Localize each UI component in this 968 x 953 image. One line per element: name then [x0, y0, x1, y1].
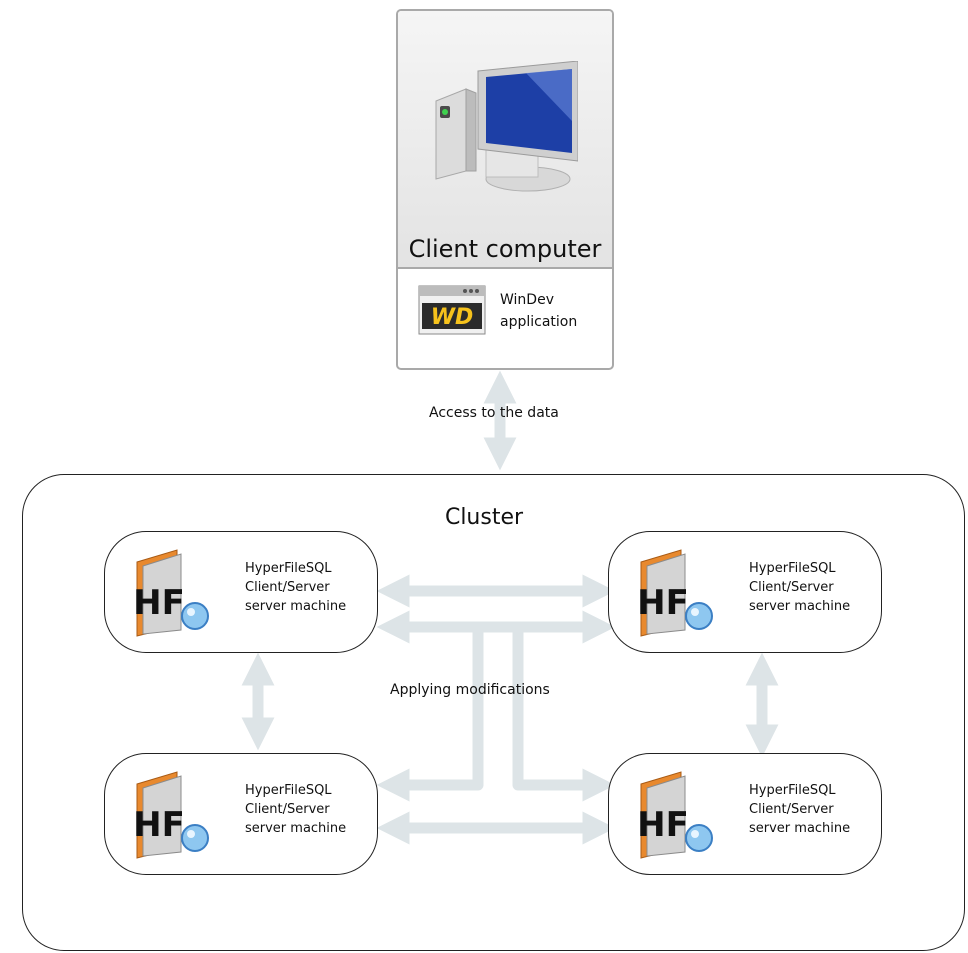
server-node-bottom-left: HF HyperFileSQL Client/Server server mac… — [104, 753, 378, 875]
cluster-title: Cluster — [444, 505, 524, 530]
access-data-label: Access to the data — [429, 405, 559, 421]
server-label: HyperFileSQL Client/Server server machin… — [749, 559, 850, 616]
windev-app-label: WinDev application — [500, 289, 577, 333]
windev-app-line1: WinDev — [500, 292, 554, 308]
arrow-branch-right — [512, 630, 616, 802]
server-label: HyperFileSQL Client/Server server machin… — [245, 559, 346, 616]
server-line2: Client/Server — [749, 802, 834, 817]
svg-text:HF: HF — [637, 805, 689, 845]
client-computer-box: Client computer WD WinDev application — [396, 9, 614, 370]
server-line3: server machine — [749, 821, 851, 836]
client-computer-panel: Client computer — [398, 11, 612, 269]
server-label: HyperFileSQL Client/Server server machin… — [749, 781, 850, 838]
server-node-top-left: HF HyperFileSQL Client/Server server mac… — [104, 531, 378, 653]
server-line2: Client/Server — [749, 580, 834, 595]
windev-icon-text: WD — [431, 305, 474, 330]
server-line2: Client/Server — [245, 802, 330, 817]
server-line2: Client/Server — [245, 580, 330, 595]
client-computer-title: Client computer — [408, 235, 602, 263]
svg-text:HF: HF — [133, 583, 185, 623]
cluster-box — [22, 474, 965, 951]
computer-icon — [435, 61, 578, 192]
server-line3: server machine — [245, 821, 347, 836]
server-label: HyperFileSQL Client/Server server machin… — [245, 781, 346, 838]
server-line1: HyperFileSQL — [245, 783, 332, 798]
hyperfilesql-icon: HF — [133, 549, 209, 637]
server-node-top-right: HF HyperFileSQL Client/Server server mac… — [608, 531, 882, 653]
windev-app-line2: application — [500, 314, 578, 330]
hyperfilesql-icon: HF — [637, 771, 713, 859]
applying-modifications-label: Applying modifications — [390, 682, 550, 698]
svg-text:HF: HF — [637, 583, 689, 623]
server-line1: HyperFileSQL — [749, 783, 836, 798]
hyperfilesql-icon: HF — [637, 549, 713, 637]
arrow-branch-left — [376, 630, 484, 802]
server-line1: HyperFileSQL — [245, 561, 332, 576]
server-node-bottom-right: HF HyperFileSQL Client/Server server mac… — [608, 753, 882, 875]
svg-text:HF: HF — [133, 805, 185, 845]
windev-app-icon: WD — [418, 285, 486, 335]
server-line1: HyperFileSQL — [749, 561, 836, 576]
server-line3: server machine — [245, 599, 347, 614]
hyperfilesql-icon: HF — [133, 771, 209, 859]
server-line3: server machine — [749, 599, 851, 614]
